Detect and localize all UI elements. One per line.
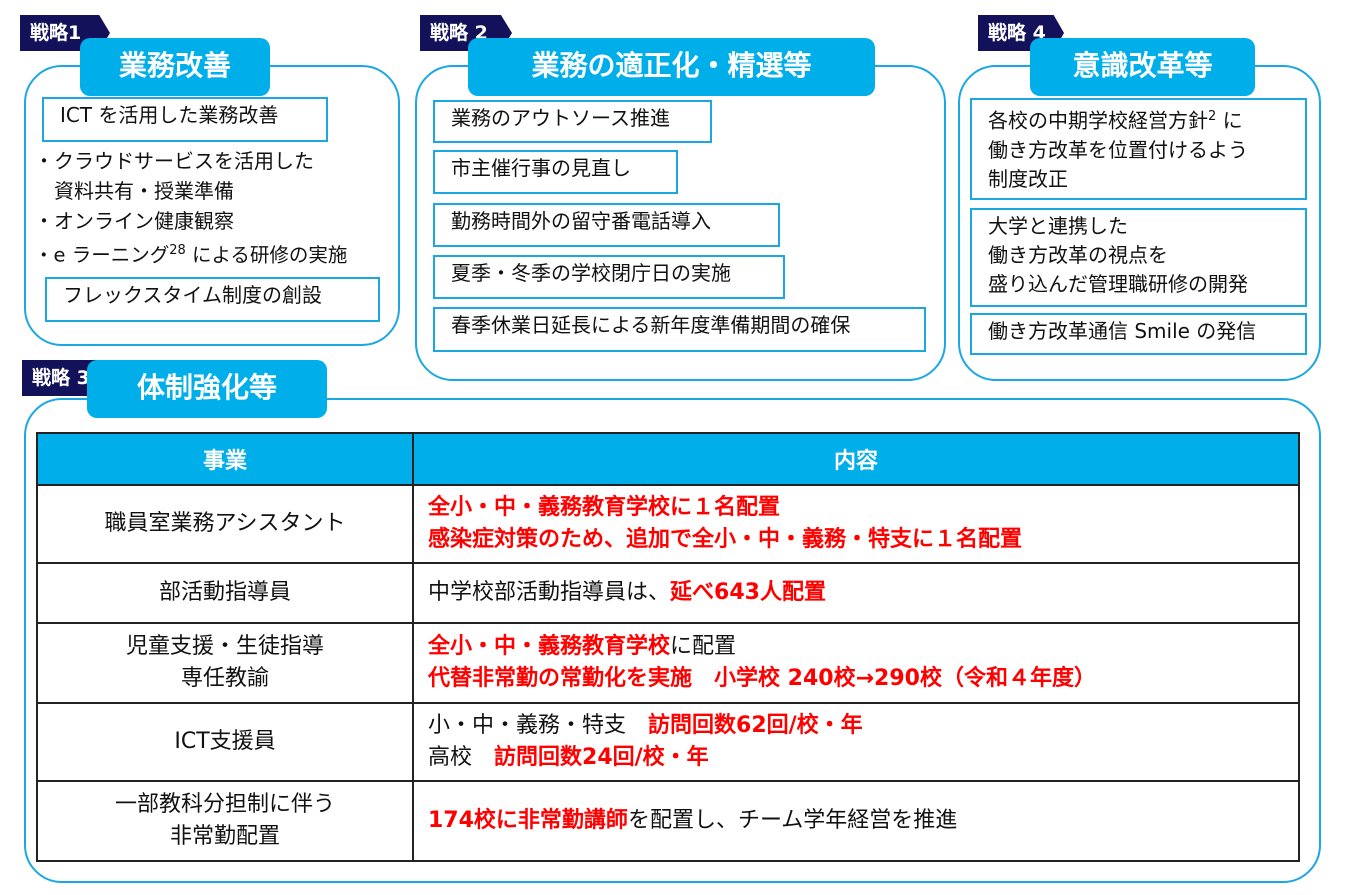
strategy4-item-newsletter: 働き方改革通信 Smile の発信 xyxy=(970,313,1307,355)
highlight-text: 全小・中・義務教育学校に１名配置 xyxy=(428,495,781,520)
bullet-text: による研修の実施 xyxy=(185,243,348,267)
header-content: 内容 xyxy=(412,432,1300,486)
row-name-line: 専任教諭 xyxy=(180,666,269,691)
strategy2-item: 勤務時間外の留守番電話導入 xyxy=(433,203,780,247)
strategy2-item: 市主催行事の見直し xyxy=(433,150,678,194)
content-text: 小・中・義務・特支 xyxy=(428,713,649,738)
strategy4-item-policy: 各校の中期学校経営方針2 に 働き方改革を位置付けるよう 制度改正 xyxy=(970,98,1307,200)
row-name-line: ICT支援員 xyxy=(174,729,276,754)
row-content: 全小・中・義務教育学校に配置代替非常勤の常勤化を実施 小学校 240校→290校… xyxy=(412,622,1300,704)
table-row: ICT支援員小・中・義務・特支 訪問回数62回/校・年高校 訪問回数24回/校・… xyxy=(36,702,1300,782)
content-line: 代替非常勤の常勤化を実施 小学校 240校→290校（令和４年度） xyxy=(428,663,1297,695)
item-text: 盛り込んだ管理職研修の開発 xyxy=(988,272,1248,296)
row-name-line: 部活動指導員 xyxy=(158,580,291,605)
highlight-text: 訪問回数62回/校・年 xyxy=(648,713,863,738)
footnote-ref: 28 xyxy=(169,243,186,258)
strategy3-panel xyxy=(24,398,1321,883)
content-text: 中学校部活動指導員は、 xyxy=(428,580,671,605)
row-content: 174校に非常勤講師を配置し、チーム学年経営を推進 xyxy=(412,780,1300,862)
content-line: 感染症対策のため、追加で全小・中・義務・特支に１名配置 xyxy=(428,524,1297,556)
footnote-ref: 2 xyxy=(1208,109,1217,124)
strategy1-bullet: 資料共有・授業準備 xyxy=(34,179,234,203)
measures-table: 事業 内容 職員室業務アシスタント 全小・中・義務教育学校に１名配置感染症対策のた… xyxy=(36,432,1300,862)
row-name-line: 一部教科分担制に伴う xyxy=(114,792,335,817)
strategy4-title: 意識改革等 xyxy=(1030,38,1255,96)
table-row: 部活動指導員 中学校部活動指導員は、延べ643人配置 xyxy=(36,562,1300,624)
row-name-line: 児童支援・生徒指導 xyxy=(125,634,324,659)
highlight-text: 代替非常勤の常勤化を実施 小学校 240校→290校（令和４年度） xyxy=(428,666,1096,691)
content-text: に配置 xyxy=(670,634,737,659)
row-content: 中学校部活動指導員は、延べ643人配置 xyxy=(412,562,1300,624)
row-name: 児童支援・生徒指導専任教諭 xyxy=(36,622,414,704)
item-text: 働き方改革の視点を xyxy=(988,243,1168,267)
highlight-text: 訪問回数24回/校・年 xyxy=(494,745,709,770)
strategy2-item: 春季休業日延長による新年度準備期間の確保 xyxy=(433,307,926,352)
highlight-text: 感染症対策のため、追加で全小・中・義務・特支に１名配置 xyxy=(428,527,1023,552)
strategy2-title: 業務の適正化・精選等 xyxy=(468,38,875,96)
row-name-line: 職員室業務アシスタント xyxy=(104,511,346,536)
item-text: に xyxy=(1216,108,1243,133)
row-content: 小・中・義務・特支 訪問回数62回/校・年高校 訪問回数24回/校・年 xyxy=(412,702,1300,782)
content-text: 高校 xyxy=(428,745,495,770)
table-row: 児童支援・生徒指導専任教諭全小・中・義務教育学校に配置代替非常勤の常勤化を実施 … xyxy=(36,622,1300,704)
highlight-text: 延べ643人配置 xyxy=(670,580,826,605)
content-text: を配置し、チーム学年経営を推進 xyxy=(627,808,958,833)
item-text: 大学と連携した xyxy=(988,214,1128,238)
bullet-text: ・e ラーニング xyxy=(34,243,170,267)
content-line: 174校に非常勤講師を配置し、チーム学年経営を推進 xyxy=(428,805,1297,837)
row-content: 全小・中・義務教育学校に１名配置感染症対策のため、追加で全小・中・義務・特支に１… xyxy=(412,484,1300,564)
strategy1-box-ict: ICT を活用した業務改善 xyxy=(42,97,328,142)
strategy1-bullet: ・e ラーニング28 による研修の実施 xyxy=(34,236,347,271)
content-line: 中学校部活動指導員は、延べ643人配置 xyxy=(428,577,1297,609)
strategy4-item-training: 大学と連携した 働き方改革の視点を 盛り込んだ管理職研修の開発 xyxy=(970,208,1307,307)
content-line: 全小・中・義務教育学校に配置 xyxy=(428,631,1297,663)
highlight-text: 174校に非常勤講師 xyxy=(428,808,628,833)
row-name: 部活動指導員 xyxy=(36,562,414,624)
item-text: 各校の中期学校経営方針 xyxy=(988,108,1208,133)
content-line: 小・中・義務・特支 訪問回数62回/校・年 xyxy=(428,710,1297,742)
row-name: 一部教科分担制に伴う非常勤配置 xyxy=(36,780,414,862)
table-row: 一部教科分担制に伴う非常勤配置 174校に非常勤講師を配置し、チーム学年経営を推進 xyxy=(36,780,1300,862)
row-name: 職員室業務アシスタント xyxy=(36,484,414,564)
strategy2-item: 業務のアウトソース推進 xyxy=(433,100,712,143)
strategy3-title: 体制強化等 xyxy=(87,360,327,418)
strategy2-item: 夏季・冬季の学校閉庁日の実施 xyxy=(433,255,785,299)
header-project: 事業 xyxy=(36,432,414,486)
table-row: 職員室業務アシスタント 全小・中・義務教育学校に１名配置感染症対策のため、追加で全… xyxy=(36,484,1300,564)
strategy1-title: 業務改善 xyxy=(80,38,270,96)
highlight-text: 全小・中・義務教育学校 xyxy=(428,634,671,659)
strategy1-box-flextime: フレックスタイム制度の創設 xyxy=(45,277,380,322)
content-line: 全小・中・義務教育学校に１名配置 xyxy=(428,492,1297,524)
content-line: 高校 訪問回数24回/校・年 xyxy=(428,742,1297,774)
row-name: ICT支援員 xyxy=(36,702,414,782)
item-text: 働き方改革を位置付けるよう xyxy=(988,137,1248,162)
row-name-line: 非常勤配置 xyxy=(169,824,280,849)
strategy1-bullet: ・クラウドサービスを活用した xyxy=(34,149,314,173)
strategy1-bullet: ・オンライン健康観察 xyxy=(34,209,234,233)
item-text: 制度改正 xyxy=(988,166,1068,191)
